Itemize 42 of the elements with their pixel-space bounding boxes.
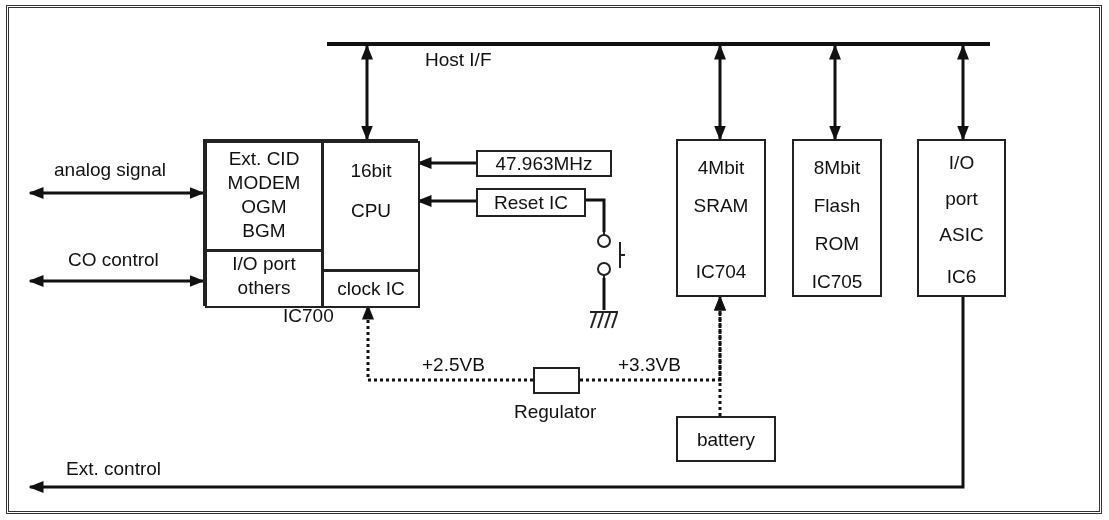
push-switch-symbol [596, 232, 626, 278]
part-number: IC6 [946, 265, 977, 289]
block-label: battery [696, 429, 756, 449]
chip-box [205, 250, 323, 308]
block-label: I/O port ASIC [938, 151, 985, 247]
bus-label: Host I/F [423, 50, 494, 69]
signal-arrow [714, 44, 726, 141]
block-label: Ext. CID MODEM OGM BGM [226, 147, 302, 243]
edge-label: +2.5VB [420, 355, 487, 374]
chip-box [322, 141, 420, 271]
edge-label: +3.3VB [616, 355, 683, 374]
regulator-box [533, 367, 580, 394]
block-label: 4Mbit SRAM [692, 156, 750, 218]
block-label: 47.963MHz [495, 154, 593, 173]
edge-label: CO control [66, 250, 161, 269]
signal-arrow [28, 187, 205, 199]
signal-arrow [28, 275, 205, 287]
chip-box [792, 139, 882, 297]
block-label: I/O port others [231, 252, 297, 300]
ground-symbol [588, 310, 620, 330]
chip-box [205, 141, 323, 251]
component-box [322, 270, 420, 308]
component-label: Regulator [512, 402, 599, 421]
chip-box [917, 139, 1006, 297]
signal-arrow [28, 297, 965, 493]
chip-box [676, 139, 766, 297]
part-number: IC705 [811, 270, 863, 294]
chip-label: IC700 [283, 306, 334, 325]
block-label: clock IC [337, 276, 405, 301]
block-label: Reset IC [494, 193, 568, 212]
signal-arrow [957, 44, 969, 141]
block-label: 16bit CPU [349, 159, 393, 223]
edge-label: analog signal [52, 160, 168, 179]
component-box [476, 188, 586, 217]
component-box [676, 416, 776, 462]
signal-arrow [586, 198, 606, 232]
block-label: 8Mbit Flash ROM [812, 156, 862, 256]
part-number: IC704 [695, 260, 747, 284]
signal-arrow [361, 44, 373, 141]
signal-arrow [829, 44, 841, 141]
component-box [476, 150, 612, 177]
power-line [714, 295, 726, 416]
